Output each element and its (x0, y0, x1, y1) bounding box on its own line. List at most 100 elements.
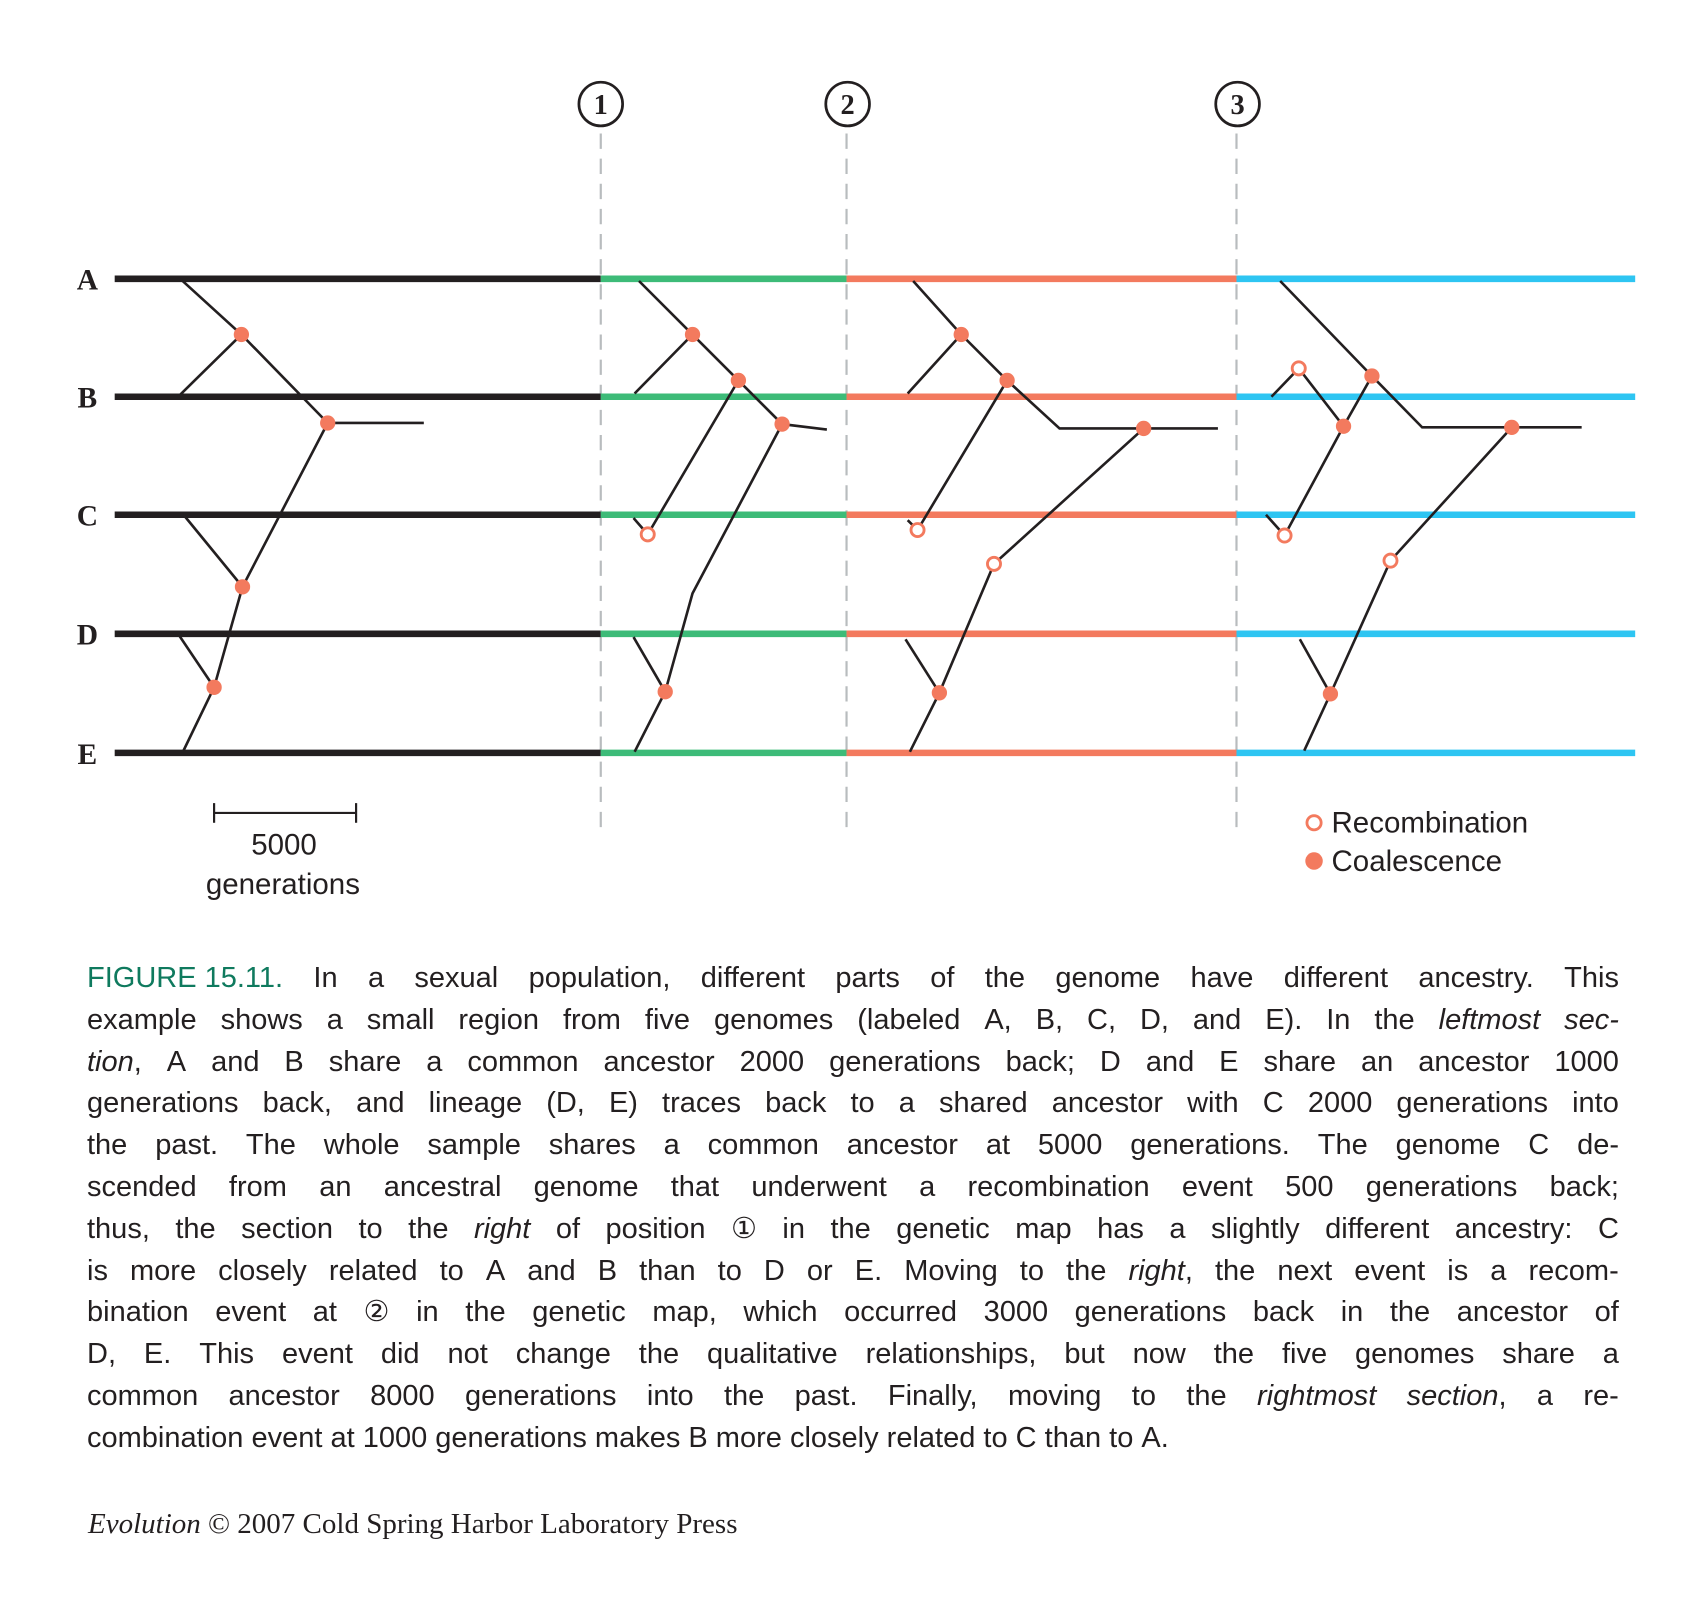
caption-text: underwent (751, 1170, 887, 1203)
caption-text: de- (1577, 1129, 1619, 1162)
caption-word: genetic (532, 1292, 626, 1334)
caption-word: B (688, 1418, 715, 1460)
caption-word: closely (790, 1418, 887, 1460)
recombination-dot (639, 526, 656, 543)
caption-word: share (1263, 1042, 1336, 1084)
caption-word: different (1284, 958, 1388, 1000)
caption-word: ancestral (384, 1167, 502, 1209)
caption-text: a (367, 962, 385, 994)
caption-word: whole (324, 1125, 400, 1167)
caption-text: C (1597, 1212, 1619, 1245)
caption-word: B (284, 1042, 303, 1084)
caption-text: D (763, 1254, 785, 1287)
caption-word: five (1282, 1334, 1327, 1376)
caption-text: B (688, 1421, 708, 1454)
caption-word: E. (144, 1334, 171, 1376)
caption-text: slightly (1210, 1212, 1300, 1245)
caption-word: 2000 (1308, 1083, 1373, 1125)
caption-word: from (229, 1167, 287, 1209)
caption-text: E). (1265, 1003, 1303, 1036)
caption-text: relationships, (865, 1338, 1037, 1371)
caption-text: next (1277, 1254, 1333, 1287)
caption-text: , (1184, 1254, 1193, 1287)
legend-recombination: Recombination (1332, 807, 1529, 840)
caption-text: of (1594, 1296, 1619, 1329)
caption-text: in (1340, 1296, 1364, 1329)
caption-text: qualitative (707, 1338, 838, 1371)
caption-text: to (1109, 1421, 1134, 1454)
caption-text: to (439, 1254, 464, 1287)
recombination-dot (1276, 527, 1293, 544)
breakpoint-label-2: 2 (841, 90, 855, 121)
caption-text: D (1099, 1045, 1121, 1078)
caption-text: an (1360, 1045, 1394, 1078)
caption-word: 500 (1285, 1167, 1333, 1209)
caption-word: a (426, 1042, 442, 1084)
caption-word: of (1595, 1292, 1619, 1334)
caption-word: the (1066, 1251, 1106, 1293)
caption-text: different (1325, 1212, 1430, 1245)
caption-word: (labeled (857, 1000, 960, 1042)
caption-word: thus, (87, 1209, 150, 1251)
caption-text: more (130, 1254, 197, 1287)
caption-text: the (830, 1212, 871, 1245)
caption-text: a (919, 1170, 936, 1203)
caption-text: ancestry: (1454, 1212, 1573, 1245)
coalescence-dot (233, 326, 250, 343)
caption-text: parts (835, 962, 900, 994)
caption-word: a (368, 958, 384, 1000)
caption-word: sample (427, 1125, 521, 1167)
caption-word: at (313, 1292, 337, 1334)
caption-word: relationships, (866, 1334, 1037, 1376)
caption-word: the (87, 1125, 127, 1167)
caption-word: and (1193, 1000, 1241, 1042)
scale-bar (212, 803, 358, 823)
caption-text: of (555, 1212, 581, 1245)
caption-text: the (1066, 1254, 1107, 1287)
caption-word: a (919, 1167, 935, 1209)
caption-word: an (1361, 1042, 1393, 1084)
caption-word: section, (1407, 1376, 1507, 1418)
caption-text: generations (829, 1045, 981, 1078)
coalescence-dot (1364, 368, 1380, 384)
caption-text: a (1602, 1338, 1619, 1371)
caption-word: sec- (1564, 1000, 1619, 1042)
caption-text: event (1354, 1254, 1426, 1287)
caption-word: and (527, 1251, 575, 1293)
caption-word: generations (435, 1418, 595, 1460)
caption-text: to (1019, 1254, 1044, 1287)
caption-word: in (416, 1292, 439, 1334)
caption-text: have (1190, 962, 1254, 994)
coalescence-events (206, 326, 1520, 702)
caption-word: 3000 (984, 1292, 1049, 1334)
caption-text: with (1187, 1087, 1239, 1120)
caption-text: the (1213, 1338, 1255, 1371)
caption-italic-text: right (1128, 1254, 1185, 1287)
caption-text: genomes (1355, 1338, 1475, 1371)
caption-word: C (1263, 1083, 1284, 1125)
caption-text: 500 (1285, 1170, 1334, 1203)
caption-text: a (326, 1003, 343, 1036)
caption-word: and (211, 1042, 259, 1084)
caption-word: a (664, 1125, 680, 1167)
caption-word: right (474, 1209, 530, 1251)
coalescence-legend-icon (1305, 852, 1323, 870)
caption-text: A (485, 1254, 506, 1287)
caption-word: at (330, 1418, 362, 1460)
section-0-bars (114, 275, 601, 757)
caption-text: C (1528, 1129, 1550, 1162)
recombination-legend-icon (1305, 814, 1323, 832)
caption-word: D, (1140, 1000, 1169, 1042)
caption-word: the (1390, 1292, 1430, 1334)
caption-text: a (426, 1045, 443, 1078)
caption-word: genome (534, 1167, 639, 1209)
caption-word: but (1064, 1334, 1104, 1376)
caption-text: into (646, 1379, 694, 1412)
recombination-dot (909, 522, 926, 539)
caption-word: next (1277, 1251, 1332, 1293)
caption-word: back; (1550, 1167, 1619, 1209)
caption-text: Moving (904, 1254, 998, 1287)
section-2-bars (846, 275, 1237, 757)
caption-word: Finally, (888, 1376, 978, 1418)
coalescence-dot (206, 679, 222, 695)
